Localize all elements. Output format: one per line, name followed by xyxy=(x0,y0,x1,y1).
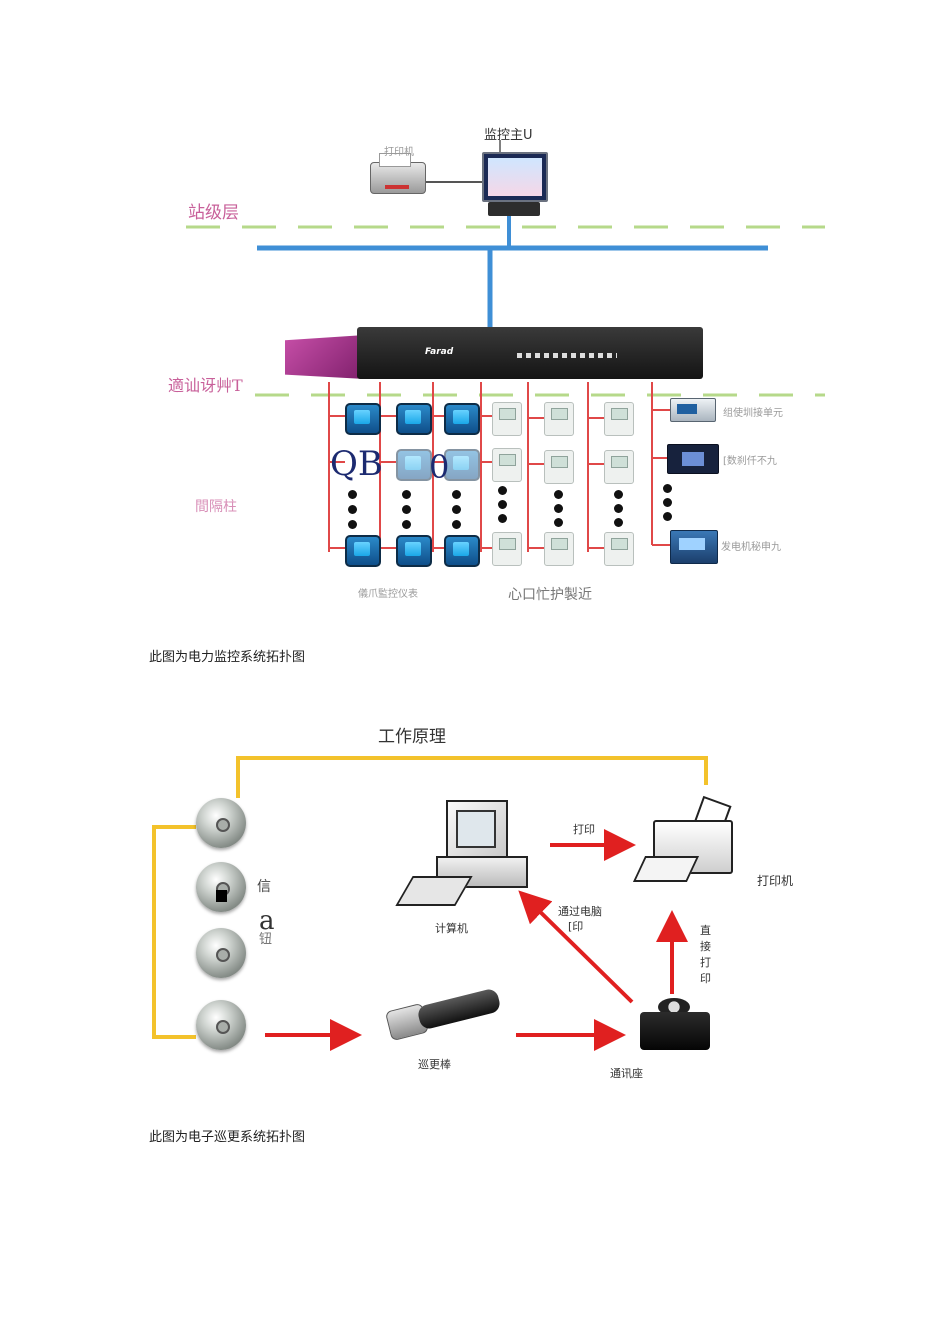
printer-icon xyxy=(370,153,426,194)
patrol-stick-label: 巡更棒 xyxy=(418,1058,451,1071)
monitor-host-label: 监控主U xyxy=(484,128,533,143)
field-bus-lines xyxy=(328,382,670,552)
device-3-label: 发电机秘申九 xyxy=(721,542,781,553)
meter-icon xyxy=(345,535,381,567)
comm-base-label: 通讯座 xyxy=(610,1067,643,1080)
caption-power-monitoring: 此图为电力监控系统拓扑图 xyxy=(149,650,306,665)
protection-group-label: 心口忙护製近 xyxy=(508,587,592,603)
working-principle-title: 工作原理 xyxy=(378,727,446,747)
meter-icon xyxy=(444,403,480,435)
display-unit-icon xyxy=(667,444,719,474)
relay-icon xyxy=(544,532,574,566)
generator-unit-icon xyxy=(670,530,718,564)
station-layer-label: 站级层 xyxy=(188,203,239,223)
via-computer-label-1: 通过电脑 xyxy=(558,905,602,918)
overlay-digit: 0 xyxy=(429,448,450,486)
device-unit-icon xyxy=(670,398,716,422)
printer-icon xyxy=(632,795,737,885)
meter-icon xyxy=(396,449,432,481)
meter-icon xyxy=(396,535,432,567)
caption-patrol-system: 此图为电子巡更系统拓扑图 xyxy=(149,1130,306,1145)
relay-icon xyxy=(492,532,522,566)
meter-group-label: 儀爪監控仪表 xyxy=(358,589,418,600)
direct-label-4: 印 xyxy=(700,972,711,985)
direct-label-2: 接 xyxy=(700,940,711,953)
patrol-diagram-lines xyxy=(152,756,708,1051)
checkpoint-button-icon xyxy=(196,798,246,848)
info-label-3: 钮 xyxy=(259,932,273,947)
checkpoint-button-icon xyxy=(196,1000,246,1050)
patrol-stick-icon xyxy=(384,987,508,1042)
meter-icon xyxy=(444,535,480,567)
computer-label: 计算机 xyxy=(435,922,468,935)
device-2-label: [数刹仟不九 xyxy=(723,456,777,467)
monitor-icon xyxy=(482,152,548,202)
relay-icon xyxy=(492,448,522,482)
checkpoint-button-icon xyxy=(196,928,246,978)
relay-icon xyxy=(604,402,634,436)
via-computer-label-2: [印 xyxy=(568,920,584,933)
info-label-2: a xyxy=(259,906,275,936)
checkpoint-button-icon xyxy=(196,862,246,912)
computer-icon xyxy=(395,800,528,915)
relay-icon xyxy=(604,450,634,484)
info-label-1: 信 xyxy=(257,879,271,895)
switch-brand: Farad xyxy=(425,347,454,357)
print-label: 打印 xyxy=(573,823,595,836)
relay-icon xyxy=(544,402,574,436)
relay-icon xyxy=(604,532,634,566)
power-diagram-lines xyxy=(186,140,825,552)
meter-icon xyxy=(345,403,381,435)
comm-base-icon xyxy=(640,998,710,1050)
printer-label: 打印机 xyxy=(384,147,414,158)
meter-icon xyxy=(396,403,432,435)
meter-icon xyxy=(444,449,480,481)
relay-icon xyxy=(492,402,522,436)
network-switch: Farad xyxy=(285,327,703,380)
overlay-text: QB xyxy=(330,444,383,484)
direct-label-3: 打 xyxy=(700,956,711,969)
direct-label-1: 直 xyxy=(700,924,711,937)
device-1-label: 组使圳接单元 xyxy=(723,408,783,419)
printer-label-2: 打印机 xyxy=(757,874,794,888)
relay-icon xyxy=(544,450,574,484)
bay-layer-label: 間隔柱 xyxy=(195,499,237,515)
pc-host-icon xyxy=(488,202,540,216)
comm-layer-label: 適讪讶艸T xyxy=(168,376,243,395)
